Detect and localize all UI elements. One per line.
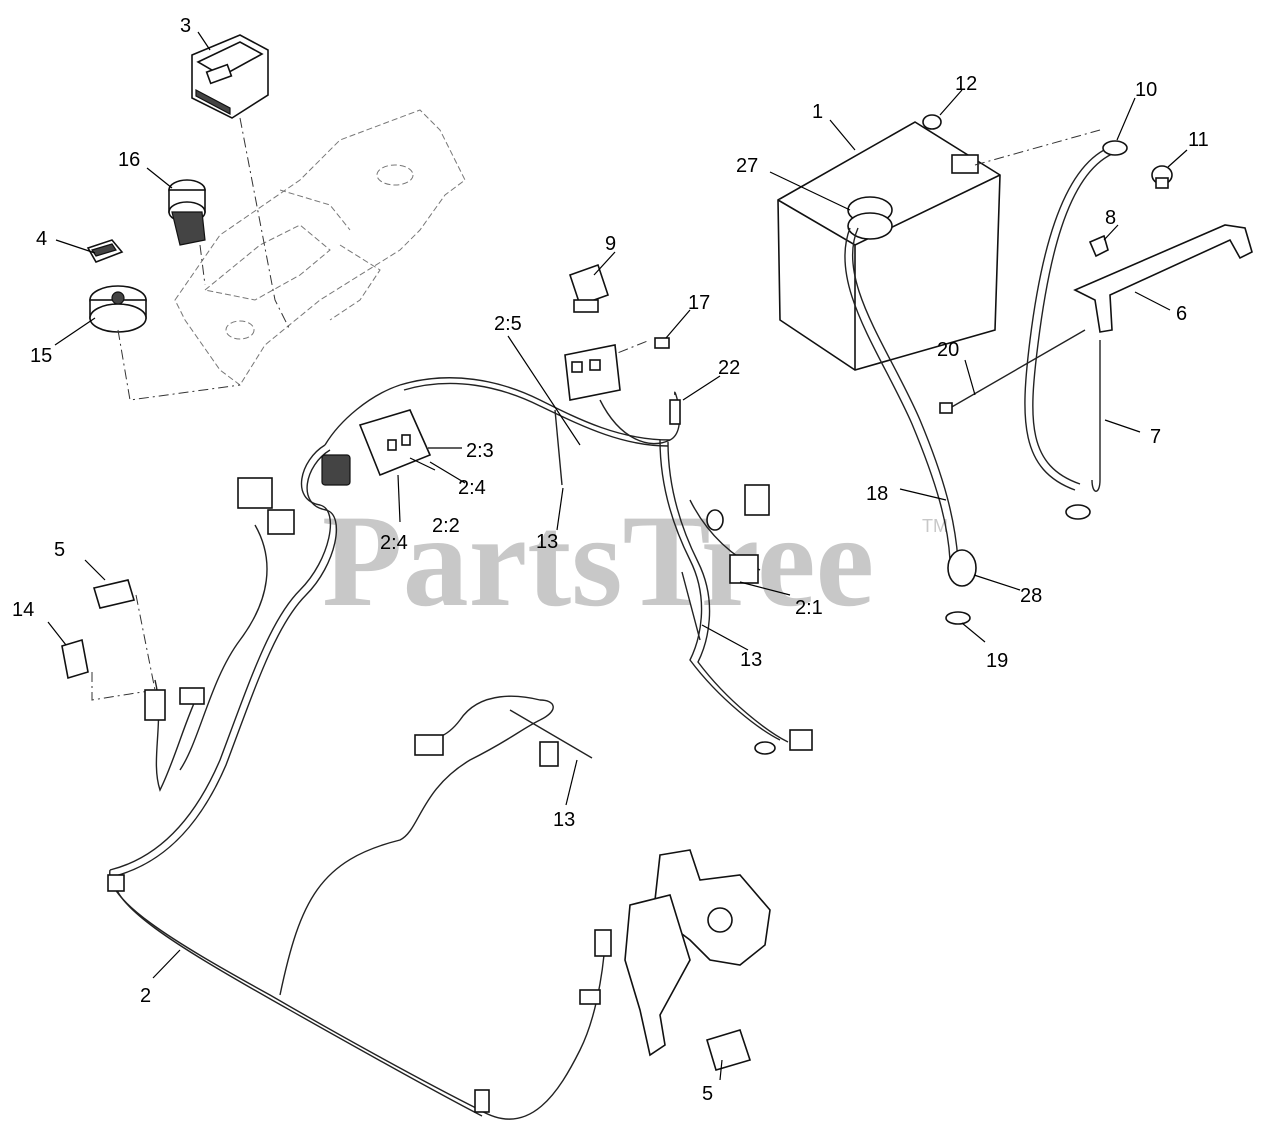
callout-4[interactable]: 4 xyxy=(36,228,47,250)
connector-black xyxy=(321,454,351,486)
callout-2-3[interactable]: 2:3 xyxy=(466,440,494,462)
part-9-relay[interactable] xyxy=(568,263,610,313)
part-19-washer[interactable] xyxy=(945,611,971,625)
leader-lines xyxy=(47,31,1188,1081)
connector-rear-right xyxy=(754,729,813,755)
part-6-hold-down-bracket[interactable] xyxy=(1073,224,1253,333)
part-5-switch-left[interactable] xyxy=(92,579,136,609)
callout-13-bottom[interactable]: 13 xyxy=(553,809,575,831)
callout-8[interactable]: 8 xyxy=(1105,207,1116,229)
part-27-terminal-cover[interactable] xyxy=(847,196,893,240)
callout-28[interactable]: 28 xyxy=(1020,585,1042,607)
part-13-tie-b[interactable] xyxy=(681,571,701,641)
harness-clip-left xyxy=(107,874,490,1113)
part-13-tie-c[interactable] xyxy=(509,709,593,759)
connector-right xyxy=(706,484,770,584)
part-12-nut[interactable] xyxy=(922,114,942,130)
connector-lower-right xyxy=(579,929,612,1005)
part-14-switch[interactable] xyxy=(61,638,89,680)
callout-10[interactable]: 10 xyxy=(1135,79,1157,101)
connector-middle xyxy=(414,734,559,767)
callout-2-5[interactable]: 2:5 xyxy=(494,313,522,335)
part-7-rod[interactable] xyxy=(1091,340,1101,492)
callout-16[interactable]: 16 xyxy=(118,149,140,171)
callout-18[interactable]: 18 xyxy=(866,483,888,505)
pedal-bracket[interactable] xyxy=(624,849,771,1057)
callout-3[interactable]: 3 xyxy=(180,15,191,37)
callout-2-4-right[interactable]: 2:4 xyxy=(458,477,486,499)
callout-15[interactable]: 15 xyxy=(30,345,52,367)
callout-2[interactable]: 2 xyxy=(140,985,151,1007)
part-15-ignition-switch[interactable] xyxy=(89,285,147,333)
part-28-boot[interactable] xyxy=(947,549,977,587)
watermark-text: PartsTree xyxy=(322,487,874,634)
callout-9[interactable]: 9 xyxy=(605,233,616,255)
part-10-ring-terminal xyxy=(1102,140,1128,156)
part-4-key[interactable] xyxy=(86,239,124,263)
callout-2-4-left[interactable]: 2:4 xyxy=(380,532,408,554)
callout-12[interactable]: 12 xyxy=(955,73,977,95)
part-8-clip[interactable] xyxy=(1088,234,1109,258)
part-10-end-terminal xyxy=(1065,504,1091,520)
callout-17[interactable]: 17 xyxy=(688,292,710,314)
callout-7[interactable]: 7 xyxy=(1150,426,1161,448)
part-17-screw[interactable] xyxy=(654,337,670,349)
part-13-tie-a[interactable] xyxy=(554,409,563,486)
callout-22[interactable]: 22 xyxy=(718,357,740,379)
part-18-battery-cable[interactable] xyxy=(852,227,959,561)
callout-20[interactable]: 20 xyxy=(937,339,959,361)
watermark: PartsTree TM xyxy=(322,487,948,634)
part-22-clip[interactable] xyxy=(669,399,681,425)
callout-2-2[interactable]: 2:2 xyxy=(432,515,460,537)
callout-11[interactable]: 11 xyxy=(1188,129,1209,151)
part-5-switch-bottom[interactable] xyxy=(706,1029,752,1071)
connector-left-mid xyxy=(144,687,205,721)
callout-19[interactable]: 19 xyxy=(986,650,1008,672)
callout-6[interactable]: 6 xyxy=(1176,303,1187,325)
callout-labels: 1 2 2:1 2:2 2:3 2:4 2:4 2:5 3 4 5 5 6 7 … xyxy=(12,15,1209,1105)
part-3-display-module[interactable] xyxy=(191,34,269,119)
relay-socket xyxy=(564,344,621,401)
callout-27[interactable]: 27 xyxy=(736,155,758,177)
dash-panel-outline xyxy=(174,109,466,386)
part-16-push-switch[interactable] xyxy=(168,179,206,246)
part-11-bolt[interactable] xyxy=(1151,165,1173,189)
connector-white-left xyxy=(237,477,295,535)
callout-5-bottom[interactable]: 5 xyxy=(702,1083,713,1105)
callout-13-top[interactable]: 13 xyxy=(536,531,558,553)
part-1-battery[interactable] xyxy=(777,121,1001,371)
fuse-block[interactable] xyxy=(358,409,432,477)
callout-14[interactable]: 14 xyxy=(12,599,34,621)
part-2-wiring-harness[interactable] xyxy=(109,377,789,1120)
callout-13-right[interactable]: 13 xyxy=(740,649,762,671)
part-10-ground-cable[interactable] xyxy=(1024,147,1109,491)
callout-2-1[interactable]: 2:1 xyxy=(795,597,823,619)
watermark-trademark: TM xyxy=(922,516,948,536)
callout-5-left[interactable]: 5 xyxy=(54,539,65,561)
callout-1[interactable]: 1 xyxy=(812,101,823,123)
part-20-strap[interactable] xyxy=(939,329,1086,414)
